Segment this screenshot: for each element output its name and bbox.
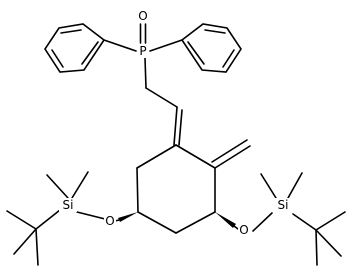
bond-o-si-right xyxy=(252,212,273,232)
bond-tbu-left-1 xyxy=(6,210,37,230)
phenyl-left-inner-b xyxy=(51,49,64,68)
atom-silicon-left-label: Si xyxy=(63,198,74,212)
bond-si-methyl-left-a xyxy=(46,174,69,199)
phenyl-left-inner-c xyxy=(81,41,99,65)
bond-alkene-b xyxy=(178,109,183,146)
phenyl-right-inner-a xyxy=(204,29,226,34)
bond-o-si-left xyxy=(76,211,106,220)
atom-oxygen-oxide: O xyxy=(137,9,149,23)
atom-phosphorus-label: P xyxy=(139,44,146,58)
ring-bond-1 xyxy=(136,144,177,169)
wedge-bond-left xyxy=(118,212,138,222)
wedge-bond-right xyxy=(215,212,236,228)
bond-methylene-b xyxy=(211,139,248,163)
atom-oxygen-left-label: O xyxy=(105,214,114,228)
bond-methylene-a xyxy=(214,145,251,169)
atom-oxygen-right-label: O xyxy=(239,223,248,237)
bond-tbu-left-2 xyxy=(13,228,37,255)
bond-ch2-ch xyxy=(145,87,178,108)
atom-oxygen-oxide-label: O xyxy=(138,9,147,23)
bond-si-tbu-left xyxy=(35,209,61,230)
phenyl-ring-right xyxy=(180,23,242,73)
ring-bond-4 xyxy=(175,211,216,234)
ring-bond-3 xyxy=(137,211,177,234)
bond-tbu-right-1 xyxy=(315,211,346,231)
bond-tbu-left-3 xyxy=(35,228,39,266)
bond-tbu-right-3 xyxy=(315,229,318,266)
bond-si-methyl-right-b xyxy=(287,172,303,199)
atom-labels: O P O O Si Si xyxy=(59,9,292,237)
bond-p-phenyl-left xyxy=(103,39,137,52)
atom-silicon-right: Si xyxy=(274,198,292,212)
atom-phosphorus: P xyxy=(137,44,149,58)
bond-p-phenyl-right xyxy=(149,39,183,52)
atom-oxygen-left: O xyxy=(104,214,116,228)
phenyl-ring-left xyxy=(44,23,106,73)
phenyl-right-inner-c xyxy=(187,41,205,65)
bond-wedge-right-to-o xyxy=(233,225,239,230)
ring-bond-6 xyxy=(175,144,216,169)
bond-alkene-a xyxy=(173,106,178,146)
bond-si-methyl-right-a xyxy=(260,173,277,199)
atom-silicon-right-label: Si xyxy=(278,198,289,212)
bonds xyxy=(6,23,346,266)
phenyl-left-inner-a xyxy=(60,29,82,34)
atom-oxygen-right: O xyxy=(238,223,250,237)
bond-p-ch2 xyxy=(144,57,147,89)
phenyl-right-inner-b xyxy=(222,49,235,68)
bond-tbu-right-2 xyxy=(315,229,342,257)
bond-si-tbu-right xyxy=(292,213,317,231)
atom-silicon-left: Si xyxy=(59,198,77,212)
ring-bond-2 xyxy=(136,167,139,213)
bond-si-methyl-left-b xyxy=(71,171,89,199)
